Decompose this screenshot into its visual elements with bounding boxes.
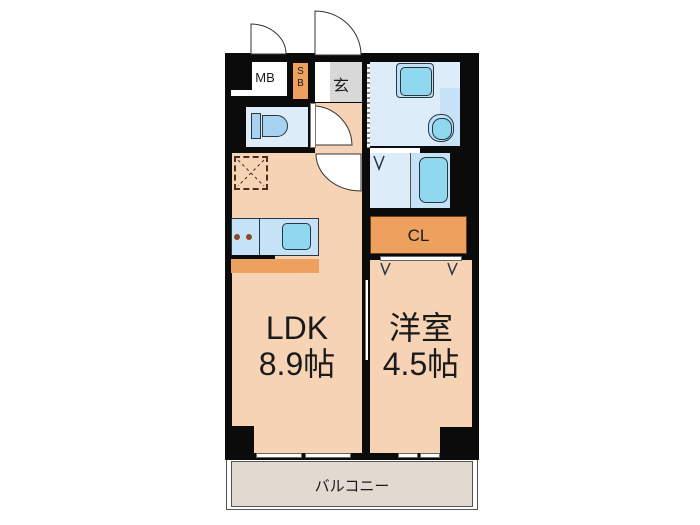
ldk-label: LDK 8.9帖: [258, 310, 336, 382]
closet-label: CL: [407, 226, 430, 245]
mb-door-swing-icon: [250, 23, 287, 55]
window: [398, 453, 418, 458]
stove-burner-icon: [246, 234, 252, 240]
sink-icon: [282, 223, 311, 250]
door-marker-icon: [373, 155, 385, 172]
shoe-box-label: S B: [297, 66, 304, 89]
closet: [370, 216, 467, 254]
window: [305, 453, 351, 458]
stove-burner-icon: [234, 234, 240, 240]
bathtub-icon: [419, 157, 448, 203]
western-room: [370, 260, 472, 453]
ldk-door-swing-icon: [315, 153, 362, 192]
wall-column: [440, 427, 472, 454]
washbasin-icon: [396, 63, 434, 98]
kitchen-shelf: [231, 259, 319, 273]
storage-dashed-area: [234, 156, 268, 190]
toilet-icon: [251, 113, 261, 139]
balcony-label: バルコニー: [314, 478, 390, 495]
window: [420, 453, 440, 458]
meter-box-label: MB: [255, 70, 275, 85]
washer-icon: [428, 114, 454, 142]
window: [256, 453, 302, 458]
entry-door-swing-icon: [314, 10, 362, 56]
shoe-box: [293, 63, 308, 99]
entrance-label: 玄: [332, 78, 349, 95]
door-marker-icon: [447, 262, 458, 276]
western-room-label: 洋室 4.5帖: [382, 310, 460, 382]
door-marker-icon: [380, 262, 391, 276]
toilet-door-swing-icon: [315, 105, 353, 146]
balcony: バルコニー: [226, 458, 478, 510]
wall-column: [232, 426, 254, 454]
ldk-room: [232, 153, 362, 453]
